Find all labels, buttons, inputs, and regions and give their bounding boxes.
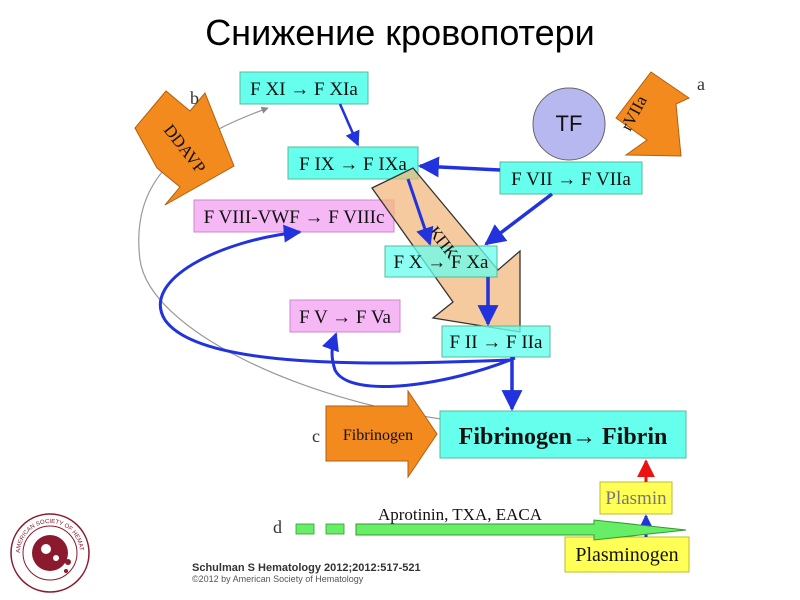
tf-label: TF (556, 111, 583, 136)
fibrin-label: Fibrinogen→ Fibrin (459, 424, 668, 450)
arrow-fvii-to-fix (417, 156, 501, 178)
plasminogen-box (564, 536, 690, 573)
fv-box (289, 299, 401, 333)
letter-c: c (312, 426, 320, 446)
fix-box (287, 146, 419, 180)
dash-1 (295, 523, 315, 535)
citation-line1: Schulman S Hematology 2012;2012:517-521 (192, 562, 421, 574)
arrow-fvii-to-fx (484, 192, 554, 246)
fv-label: F V → F Va (299, 307, 391, 328)
dash-2 (325, 523, 345, 535)
tf-circle (532, 87, 606, 161)
antifibrinolytic-arrow (355, 519, 687, 541)
fibrinogen-label: Fibrinogen (343, 427, 413, 444)
letter-a: a (697, 74, 705, 94)
fx-box (384, 245, 498, 278)
fx-label: F X → F Xa (393, 252, 489, 273)
page-title: Снижение кровопотери (205, 12, 595, 53)
plasmin-box (599, 481, 673, 515)
antifibrinolytic-label: Aprotinin, TXA, EACA (378, 505, 543, 524)
fxi-label: F XI → F XIa (250, 79, 358, 100)
letter-d: d (273, 517, 282, 537)
fxi-box (239, 71, 369, 105)
fii-box (441, 325, 551, 358)
logo-text: AMERICAN SOCIETY OF HEMATOLOGY (0, 0, 84, 553)
plasmin-label: Plasmin (605, 488, 667, 509)
fviii-label: F VIII-VWF → F VIIIc (204, 207, 385, 228)
arrow-fix-to-fx (406, 178, 434, 246)
fii-label: F II → F IIa (450, 332, 543, 353)
fix-label: F IX → F IXa (299, 154, 407, 175)
ash-logo: AMERICAN SOCIETY OF HEMATOLOGY (0, 0, 90, 593)
fvii-box (499, 161, 643, 195)
citation: Schulman S Hematology 2012;2012:517-521 … (192, 562, 421, 584)
arrow-fxi-to-fix (338, 103, 360, 147)
fibrinogen-arrow (325, 389, 438, 479)
plasminogen-label: Plasminogen (575, 544, 678, 566)
ddavp-arrow (134, 90, 235, 206)
arrow-fii-to-fv (322, 332, 516, 389)
fvii-label: F VII → F VIIa (511, 169, 631, 190)
svg-text:AMERICAN SOCIETY OF HEMATOLOGY: AMERICAN SOCIETY OF HEMATOLOGY (0, 0, 84, 553)
letter-b: b (190, 88, 199, 108)
rviia-arrow (615, 71, 691, 157)
fibrin-box (439, 410, 687, 459)
arrow-fii-to-fviii (158, 224, 511, 365)
citation-line2: ©2012 by American Society of Hematology (192, 574, 364, 584)
